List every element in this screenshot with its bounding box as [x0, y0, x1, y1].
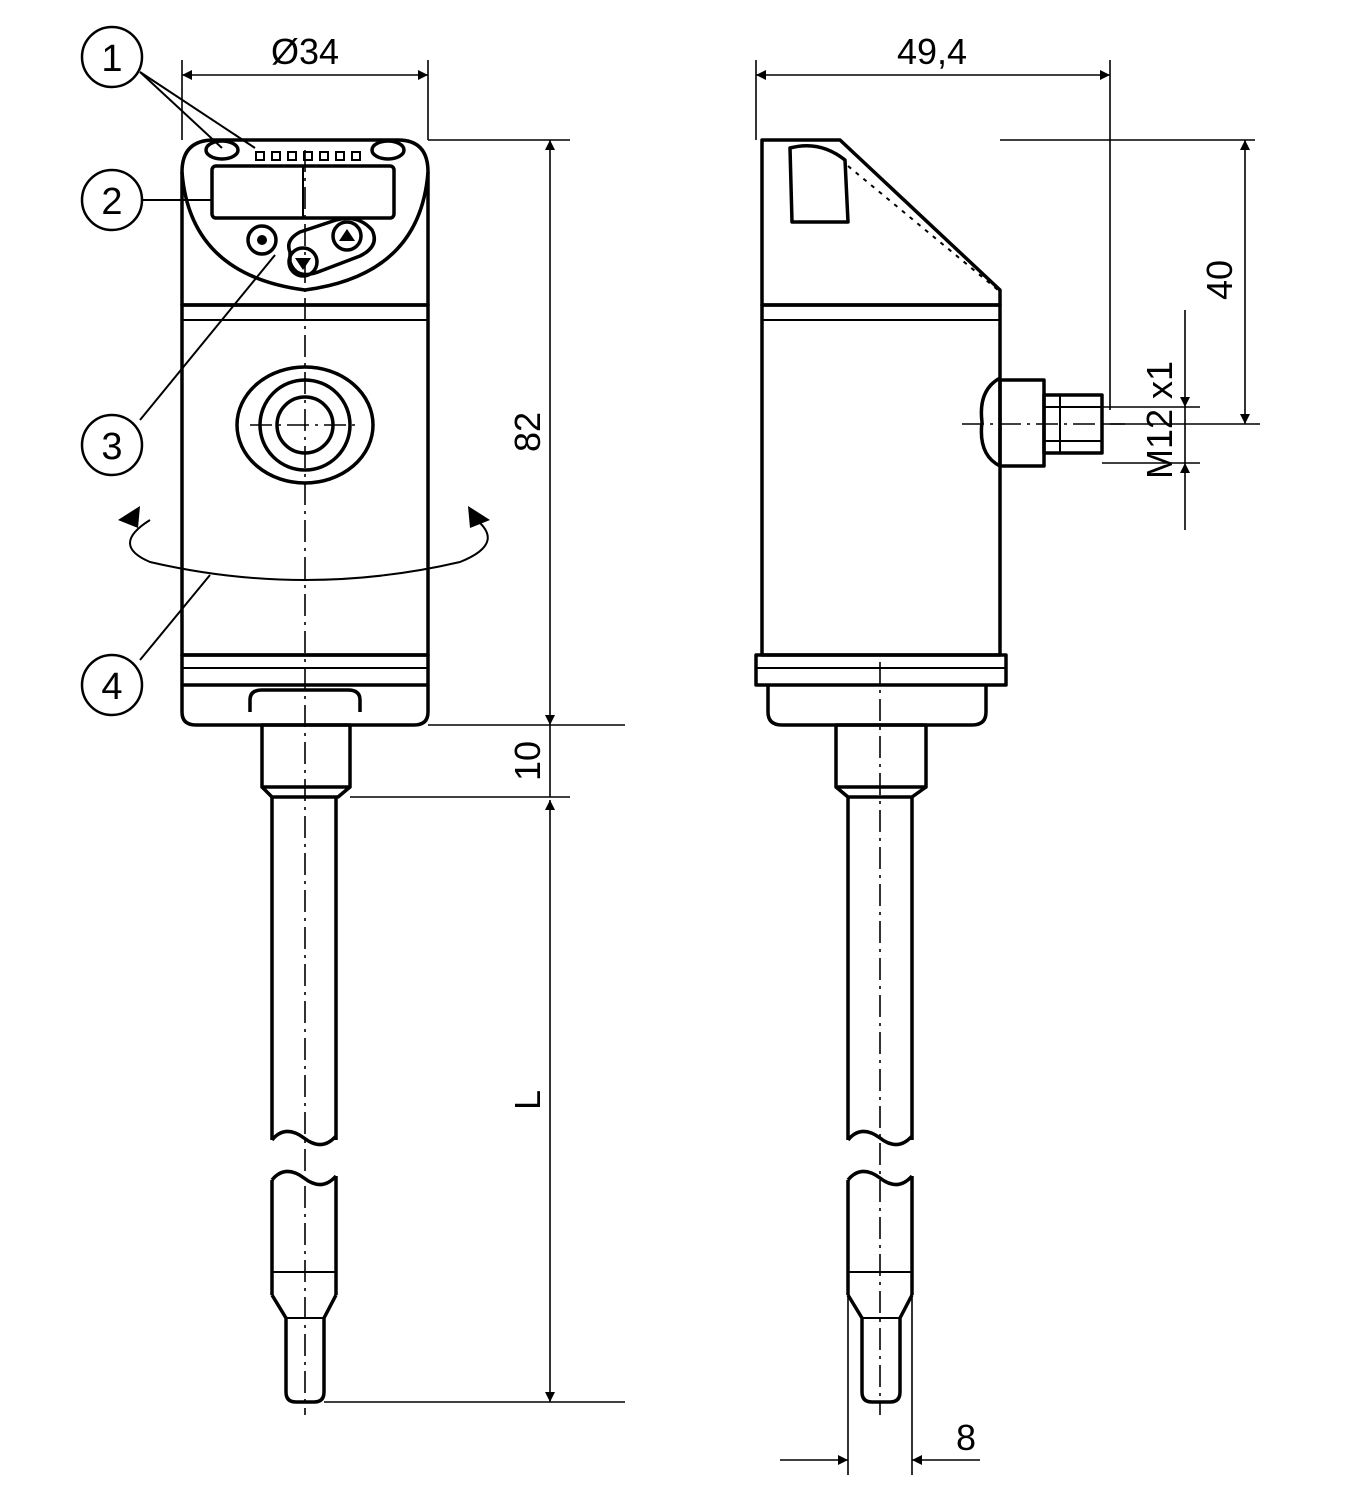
- callout-4-circle: [80, 653, 144, 717]
- set-button-dot: [257, 235, 267, 245]
- callout-1-label: 1: [101, 38, 122, 80]
- dim-body-height: 82: [507, 412, 548, 452]
- front-probe-tip: [270, 1294, 338, 1404]
- callout-2-circle: [80, 168, 144, 232]
- front-neck: [260, 723, 352, 789]
- callout-2-label: 2: [101, 181, 122, 223]
- dim-connector-height: 40: [1199, 260, 1240, 300]
- callout-4-label: 4: [101, 666, 122, 708]
- rotation-arrow: [129, 514, 489, 581]
- set-button: [246, 224, 278, 256]
- dimensions: Ø34 49,4 82 10 L 40 M12 x1: [181, 31, 1260, 1475]
- dim-diameter: Ø34: [271, 31, 339, 72]
- callouts: 1 2 3 4: [80, 25, 276, 717]
- up-button: [331, 220, 363, 252]
- dim-thread: M12 x1: [1139, 361, 1180, 479]
- side-flange-2: [766, 685, 988, 727]
- callout-3-circle: [80, 413, 144, 477]
- dim-depth: 49,4: [897, 31, 967, 72]
- side-connector-base: [979, 376, 1001, 468]
- side-main-body: [760, 303, 1002, 657]
- side-view: [754, 138, 1125, 1415]
- front-probe-break-top: [270, 1129, 338, 1147]
- side-neck: [834, 723, 928, 789]
- rotation-arrow-head-right: [468, 506, 490, 528]
- callout-1-circle: [80, 25, 144, 89]
- front-head-outline: [180, 138, 430, 307]
- front-probe-break-bottom: [270, 1169, 338, 1187]
- up-arrow-icon: [339, 229, 355, 241]
- front-view: [118, 138, 490, 1415]
- led-row: [255, 151, 361, 161]
- down-button: [287, 246, 319, 278]
- side-connector-collar: [998, 378, 1046, 468]
- side-probe-tip: [846, 1294, 914, 1404]
- side-flange-1: [754, 653, 1008, 687]
- callout-3-label: 3: [101, 426, 122, 468]
- rotation-arrow-head-left: [118, 506, 140, 528]
- dim-probe-length: L: [507, 1090, 548, 1110]
- dim-probe-diameter: 8: [956, 1417, 976, 1458]
- led-right: [370, 139, 406, 161]
- down-arrow-icon: [295, 258, 311, 270]
- led-left: [204, 139, 240, 161]
- dim-neck: 10: [507, 741, 548, 781]
